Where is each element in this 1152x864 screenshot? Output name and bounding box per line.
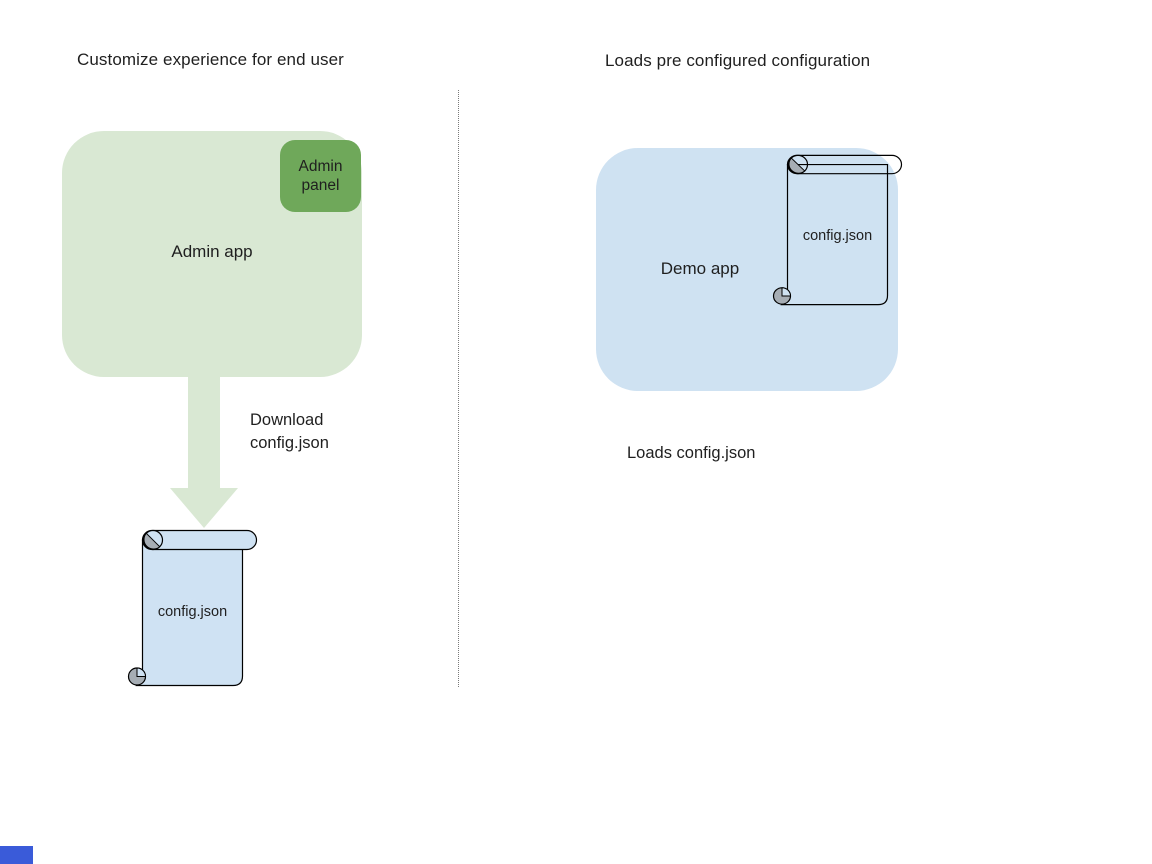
demo-app-box: [596, 148, 898, 391]
admin-panel-label: Admin panel: [298, 158, 343, 194]
config-file-label-left: config.json: [157, 604, 228, 620]
left-section-title: Customize experience for end user: [77, 50, 344, 69]
demo-app-label: Demo app: [660, 259, 740, 278]
config-scroll-left-icon: [127, 529, 258, 687]
section-divider: [458, 90, 459, 687]
download-arrow-icon: [170, 377, 238, 528]
admin-panel-box: Admin panel: [280, 140, 361, 212]
download-caption: Download config.json: [250, 411, 329, 452]
admin-app-label: Admin app: [171, 242, 253, 261]
right-section-title: Loads pre configured configuration: [605, 51, 871, 70]
config-file-label-right: config.json: [802, 228, 873, 244]
loads-caption: Loads config.json: [627, 444, 756, 462]
corner-accent-rectangle: [0, 846, 33, 864]
config-scroll-right-icon: [772, 154, 903, 306]
